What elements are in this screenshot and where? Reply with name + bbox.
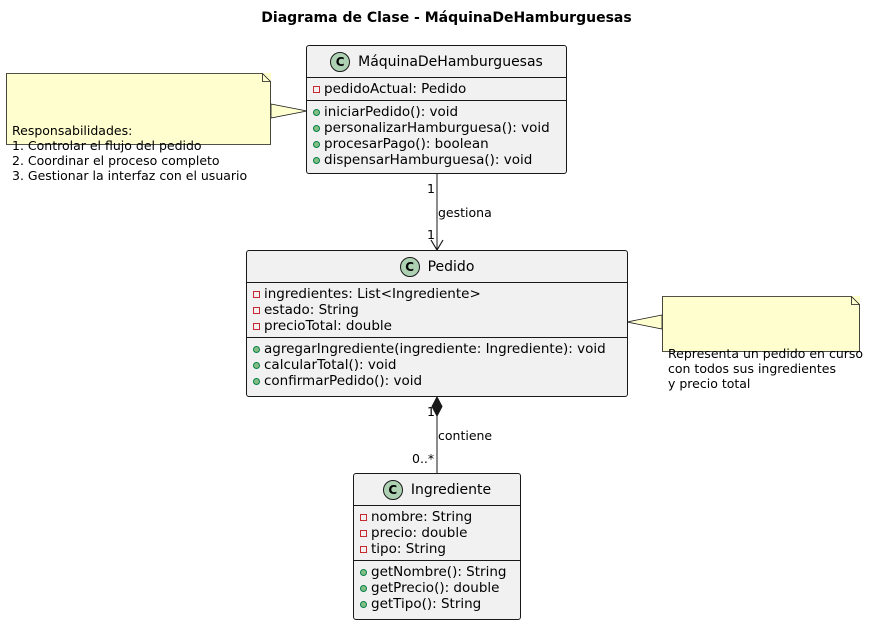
- class-ingrediente: C Ingrediente nombre: String precio: dou…: [353, 473, 521, 620]
- public-visibility-icon: [360, 600, 367, 608]
- method-text: confirmarPedido(): void: [264, 373, 423, 389]
- attribute-row: estado: String: [253, 302, 627, 318]
- class-icon: C: [399, 256, 420, 277]
- contiene-target-multiplicity: 0..*: [412, 451, 435, 466]
- public-visibility-icon: [253, 345, 260, 353]
- note-connector-responsabilidades: [270, 103, 308, 119]
- class-maquina-de-hamburguesas: C MáquinaDeHamburguesas pedidoActual: Pe…: [306, 45, 567, 174]
- class-pedido: C Pedido ingredientes: List<Ingrediente>…: [246, 250, 628, 397]
- class-name: MáquinaDeHamburguesas: [358, 53, 543, 70]
- public-visibility-icon: [313, 108, 320, 116]
- private-visibility-icon: [253, 322, 260, 330]
- class-header: C Ingrediente: [354, 474, 520, 506]
- attribute-text: precio: double: [371, 525, 468, 541]
- method-text: calcularTotal(): void: [264, 357, 397, 373]
- method-text: procesarPago(): boolean: [324, 136, 489, 152]
- class-icon: C: [382, 479, 403, 500]
- note-border: [662, 296, 860, 352]
- method-row: iniciarPedido(): void: [313, 104, 566, 120]
- private-visibility-icon: [360, 529, 367, 537]
- composition-diamond-icon: [431, 395, 443, 418]
- note-text: Responsabilidades: 1. Controlar el flujo…: [12, 123, 248, 183]
- contiene-label: contiene: [438, 428, 493, 443]
- public-visibility-icon: [253, 361, 260, 369]
- public-visibility-icon: [313, 156, 320, 164]
- methods-section: agregarIngrediente(ingrediente: Ingredie…: [247, 338, 627, 392]
- method-row: dispensarHamburguesa(): void: [313, 152, 566, 168]
- note-connector-pedido: [626, 314, 663, 330]
- attributes-section: ingredientes: List<Ingrediente> estado: …: [247, 283, 627, 338]
- gestiona-source-multiplicity: 1: [427, 181, 435, 196]
- public-visibility-icon: [360, 568, 367, 576]
- method-row: getTipo(): String: [360, 596, 520, 612]
- method-text: getPrecio(): double: [371, 580, 500, 596]
- attribute-row: pedidoActual: Pedido: [313, 81, 566, 97]
- attributes-section: nombre: String precio: double tipo: Stri…: [354, 506, 520, 561]
- public-visibility-icon: [360, 584, 367, 592]
- method-text: dispensarHamburguesa(): void: [324, 152, 533, 168]
- class-name: Pedido: [427, 258, 475, 275]
- method-text: personalizarHamburguesa(): void: [324, 120, 550, 136]
- method-row: procesarPago(): boolean: [313, 136, 566, 152]
- attribute-text: pedidoActual: Pedido: [324, 81, 467, 97]
- attribute-row: ingredientes: List<Ingrediente>: [253, 286, 627, 302]
- attribute-text: tipo: String: [371, 541, 447, 557]
- method-text: iniciarPedido(): void: [324, 104, 459, 120]
- method-row: agregarIngrediente(ingrediente: Ingredie…: [253, 341, 627, 357]
- note-border: [6, 73, 271, 145]
- contiene-source-multiplicity: 1: [427, 404, 435, 419]
- class-icon: C: [330, 51, 351, 72]
- method-row: personalizarHamburguesa(): void: [313, 120, 566, 136]
- attribute-text: ingredientes: List<Ingrediente>: [264, 286, 481, 302]
- public-visibility-icon: [313, 124, 320, 132]
- method-row: calcularTotal(): void: [253, 357, 627, 373]
- attribute-text: estado: String: [264, 302, 359, 318]
- method-text: getNombre(): String: [371, 564, 507, 580]
- methods-section: getNombre(): String getPrecio(): double …: [354, 561, 520, 615]
- method-row: confirmarPedido(): void: [253, 373, 627, 389]
- private-visibility-icon: [253, 290, 260, 298]
- note-pedido: Representa un pedido en curso con todos …: [662, 296, 863, 391]
- gestiona-target-multiplicity: 1: [427, 227, 435, 242]
- private-visibility-icon: [360, 545, 367, 553]
- attribute-text: precioTotal: double: [264, 318, 392, 334]
- public-visibility-icon: [313, 140, 320, 148]
- private-visibility-icon: [253, 306, 260, 314]
- private-visibility-icon: [313, 85, 320, 93]
- gestiona-label: gestiona: [438, 205, 492, 220]
- class-header: C MáquinaDeHamburguesas: [307, 46, 566, 78]
- private-visibility-icon: [360, 513, 367, 521]
- class-name: Ingrediente: [410, 481, 492, 498]
- attribute-row: nombre: String: [360, 509, 520, 525]
- note-text: Representa un pedido en curso con todos …: [668, 346, 864, 391]
- methods-section: iniciarPedido(): void personalizarHambur…: [307, 101, 566, 171]
- attributes-section: pedidoActual: Pedido: [307, 78, 566, 101]
- attribute-row: precio: double: [360, 525, 520, 541]
- note-responsabilidades: Responsabilidades: 1. Controlar el flujo…: [6, 73, 271, 183]
- class-header: C Pedido: [247, 251, 627, 283]
- attribute-row: precioTotal: double: [253, 318, 627, 334]
- attribute-row: tipo: String: [360, 541, 520, 557]
- diagram-title: Diagrama de Clase - MáquinaDeHamburguesa…: [261, 10, 632, 26]
- method-text: getTipo(): String: [371, 596, 482, 612]
- method-row: getNombre(): String: [360, 564, 520, 580]
- attribute-text: nombre: String: [371, 509, 473, 525]
- public-visibility-icon: [253, 377, 260, 385]
- method-row: getPrecio(): double: [360, 580, 520, 596]
- method-text: agregarIngrediente(ingrediente: Ingredie…: [264, 341, 606, 357]
